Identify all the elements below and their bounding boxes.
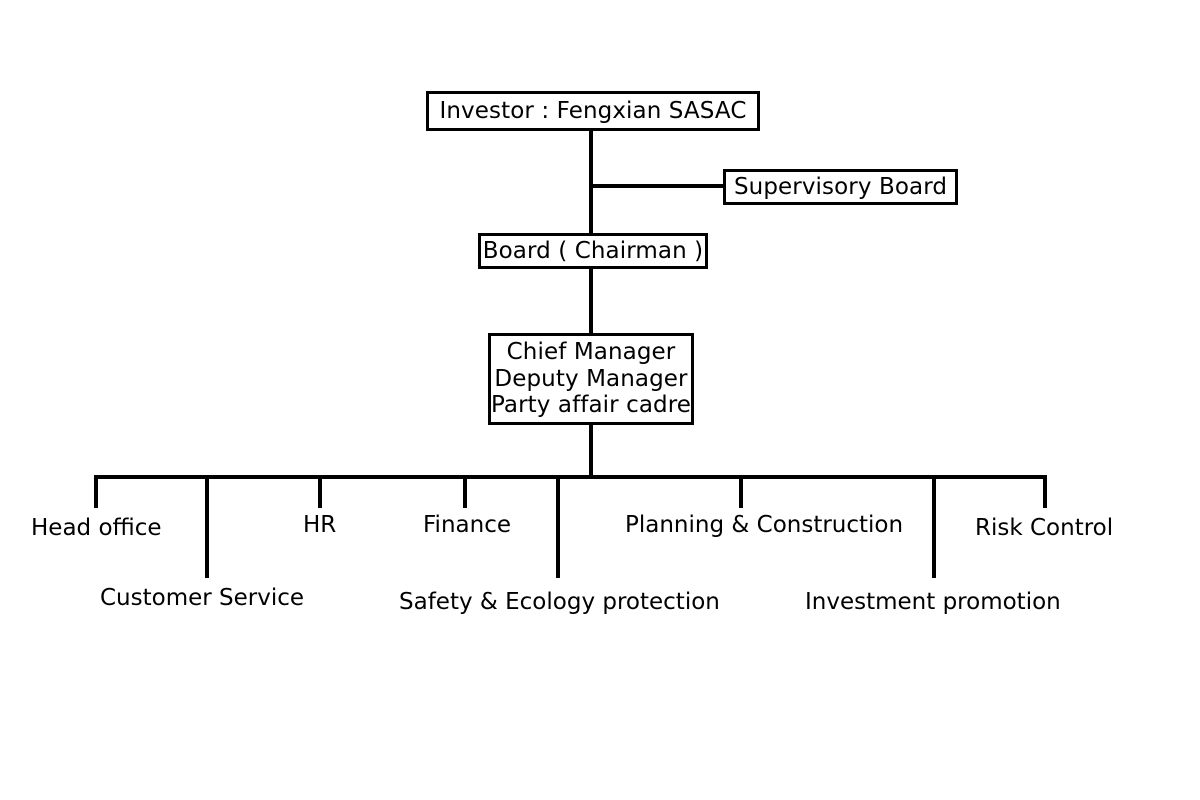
department-safety-ecology-protection[interactable]: Safety & Ecology protection (399, 589, 720, 615)
node-management-line-deputy-manager: Deputy Manager (494, 365, 688, 392)
node-investor-label: Investor : Fengxian SASAC (439, 97, 747, 124)
department-risk-control[interactable]: Risk Control (975, 515, 1114, 541)
node-supervisory-board-label: Supervisory Board (733, 173, 948, 200)
node-investor[interactable]: Investor : Fengxian SASAC (426, 91, 760, 131)
department-customer-service[interactable]: Customer Service (100, 585, 305, 611)
department-investment-promotion[interactable]: Investment promotion (805, 589, 1061, 615)
node-board-chairman-label: Board ( Chairman ) (482, 237, 704, 264)
department-finance[interactable]: Finance (423, 512, 511, 538)
node-supervisory-board[interactable]: Supervisory Board (723, 169, 958, 205)
node-board-chairman[interactable]: Board ( Chairman ) (478, 233, 708, 269)
node-management-line-chief-manager: Chief Manager (506, 338, 676, 365)
node-management-line-party-affair-cadre: Party affair cadre (490, 392, 692, 419)
department-head-office[interactable]: Head office (31, 515, 162, 541)
department-planning-construction[interactable]: Planning & Construction (625, 512, 904, 538)
node-management[interactable]: Chief Manager Deputy Manager Party affai… (488, 333, 694, 425)
department-hr[interactable]: HR (303, 512, 337, 538)
